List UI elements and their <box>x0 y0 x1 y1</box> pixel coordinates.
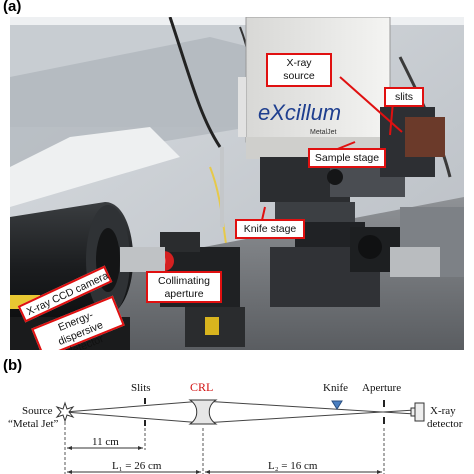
label-detector-1: X-ray <box>430 405 456 417</box>
callout-sample-stage: Sample stage <box>308 148 386 168</box>
label-crl: CRL <box>190 380 214 394</box>
beam-lower-2 <box>202 409 416 424</box>
setup-photo-drawing: eXcillum MetalJet <box>10 17 464 350</box>
brand-logo: eXcillum <box>258 100 341 125</box>
callout-xray-source: X-ray source <box>266 53 332 87</box>
label-detector-2: detector <box>427 418 463 430</box>
crl-lens-icon <box>188 399 218 425</box>
label-dist-11cm: 11 cm <box>92 436 119 448</box>
panel-label-a: (a) <box>3 0 22 15</box>
brand-sub: MetalJet <box>310 129 337 136</box>
callout-knife-stage: Knife stage <box>235 219 305 239</box>
callout-slits: slits <box>384 87 424 107</box>
detector-icon <box>414 402 425 422</box>
panel-label-b: (b) <box>3 357 23 374</box>
label-dist-l2: L₂ = 16 cm <box>268 460 318 472</box>
label-source-sub: “Metal Jet” <box>8 418 59 430</box>
label-aperture: Aperture <box>362 382 402 394</box>
knife-icon <box>331 400 343 410</box>
beam-upper-1 <box>64 400 204 413</box>
beam-lower-1 <box>64 411 204 424</box>
schematic-diagram <box>55 398 425 474</box>
label-slits: Slits <box>131 382 151 394</box>
callout-collimating-aperture: Collimating aperture <box>146 271 222 303</box>
slits-pointer <box>389 101 394 136</box>
label-dist-l1: L₁ = 26 cm <box>112 460 162 472</box>
source-star-icon <box>55 401 75 423</box>
label-knife: Knife <box>323 382 349 394</box>
label-source: Source <box>22 405 53 417</box>
setup-photo: eXcillum MetalJet X-ray source slits Sam… <box>10 17 464 350</box>
